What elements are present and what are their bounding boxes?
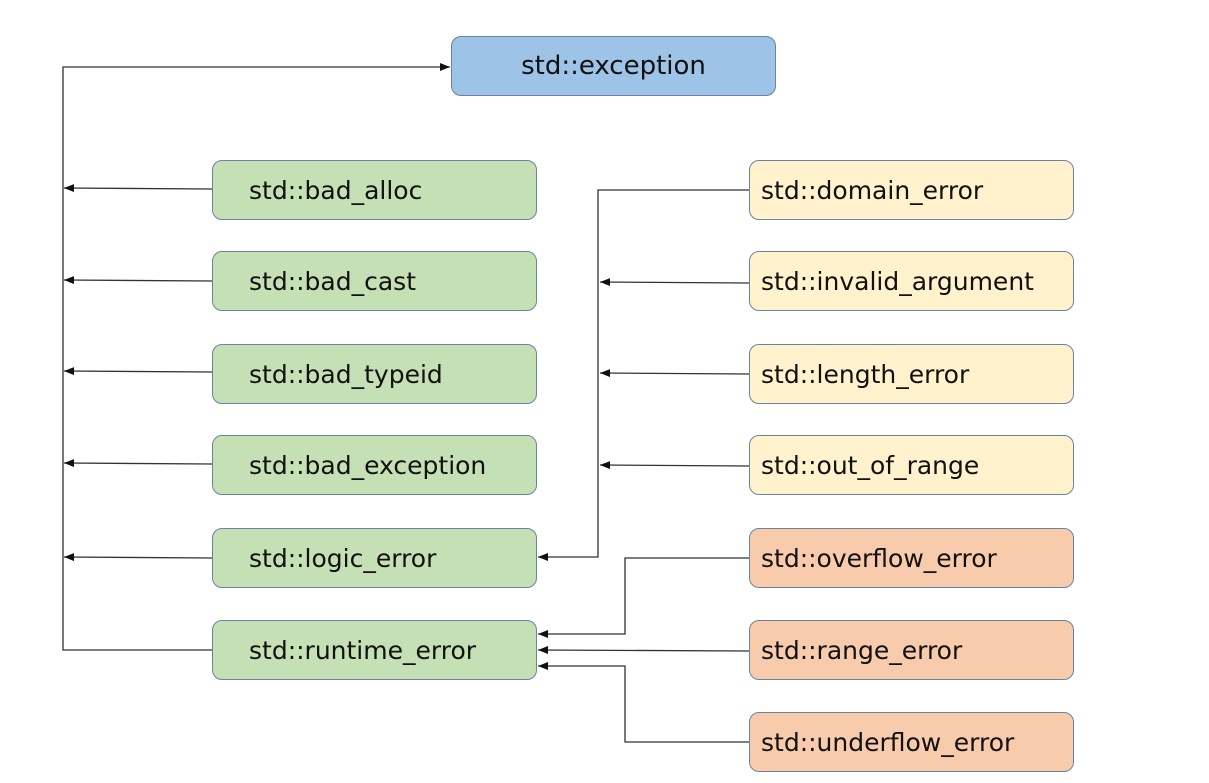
arrow-bad-alloc [63, 184, 213, 193]
node-invalid-argument: std::invalid_argument [749, 251, 1074, 311]
node-logic-error: std::logic_error [212, 528, 537, 588]
trunk-to-exception [62, 63, 450, 651]
arrow-length-error [599, 369, 750, 378]
node-out-of-range: std::out_of_range [749, 435, 1074, 495]
arrow-range-error [537, 646, 750, 655]
node-bad-typeid: std::bad_typeid [212, 344, 537, 404]
node-bad-alloc: std::bad_alloc [212, 160, 537, 220]
node-runtime-error: std::runtime_error [212, 620, 537, 680]
node-bad-cast: std::bad_cast [212, 251, 537, 311]
arrow-bad-exception [63, 459, 213, 468]
arrow-bad-cast [63, 276, 213, 285]
node-domain-error: std::domain_error [749, 160, 1074, 220]
arrow-invalid-argument [599, 278, 750, 287]
arrow-out-of-range [599, 461, 750, 470]
arrow-bad-typeid [63, 367, 213, 376]
node-bad-exception: std::bad_exception [212, 435, 537, 495]
node-std-exception: std::exception [451, 36, 776, 96]
node-length-error: std::length_error [749, 344, 1074, 404]
arrow-underflow-error [538, 662, 749, 743]
node-underflow-error: std::underflow_error [749, 712, 1074, 772]
arrow-logic-error [63, 553, 213, 562]
arrow-overflow-error [538, 557, 749, 638]
trunk-to-logic-error [538, 189, 749, 561]
node-overflow-error: std::overflow_error [749, 528, 1074, 588]
node-range-error: std::range_error [749, 620, 1074, 680]
